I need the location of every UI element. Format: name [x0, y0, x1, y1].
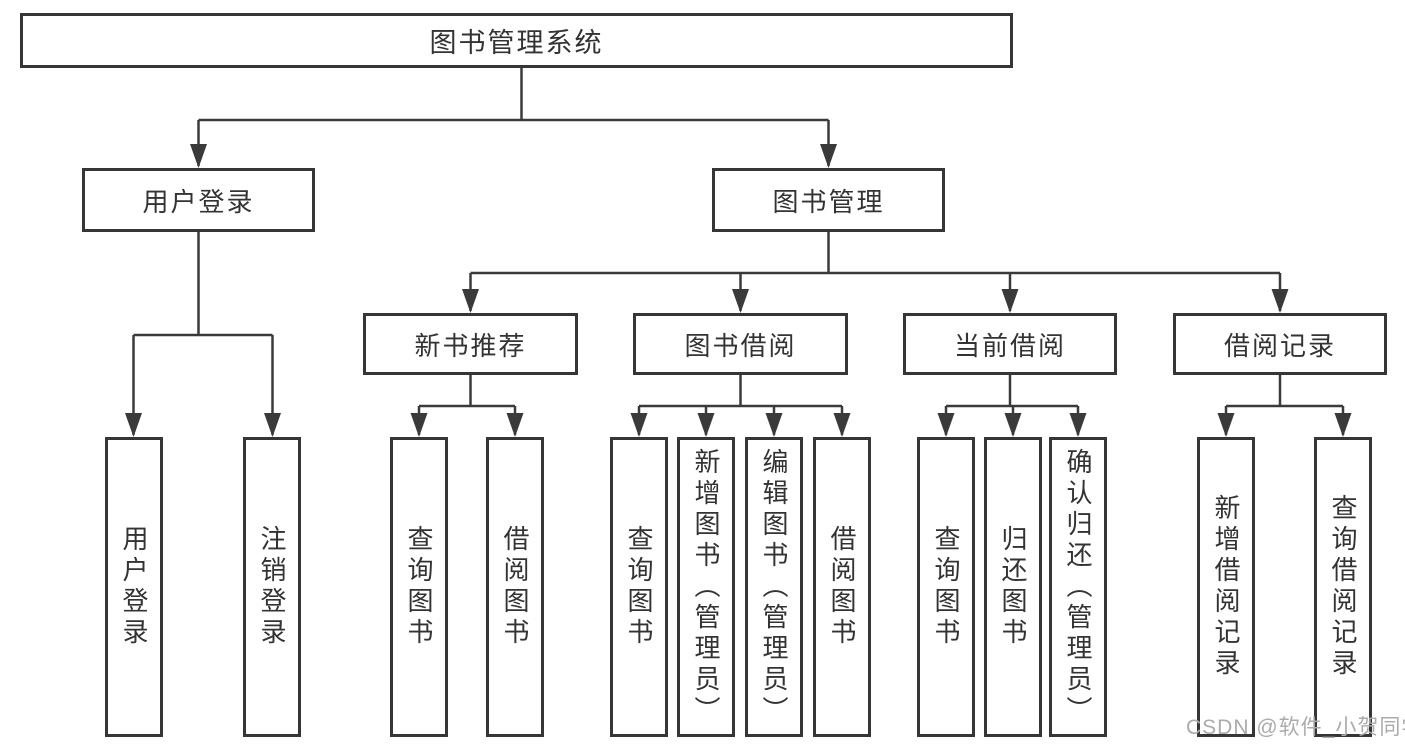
leaf-query-books-current: 查询图书: [917, 437, 975, 737]
leaf-label: 确认归还（管理员）: [1063, 447, 1093, 727]
node-label: 借阅记录: [1223, 330, 1336, 361]
leaf-label: 查询图书: [624, 525, 654, 649]
leaf-label: 新增图书（管理员）: [691, 447, 721, 727]
arrowheads: [125, 144, 1352, 437]
leaf-label: 借阅图书: [500, 525, 530, 649]
node-label: 图书管理系统: [429, 28, 604, 58]
leaf-query-borrow-record: 查询借阅记录: [1314, 437, 1372, 737]
node-user-login: 用户登录: [82, 168, 315, 232]
leaf-user-login: 用户登录: [105, 437, 163, 737]
leaf-borrow-books: 借阅图书: [813, 437, 871, 737]
leaf-label: 查询图书: [931, 525, 961, 649]
node-label: 图书借阅: [684, 330, 797, 361]
leaf-label: 查询借阅记录: [1328, 494, 1358, 680]
node-label: 当前借阅: [953, 330, 1066, 361]
leaf-query-books-newbook: 查询图书: [390, 437, 448, 737]
leaf-borrow-books-newbook: 借阅图书: [486, 437, 544, 737]
node-current-borrow: 当前借阅: [903, 313, 1117, 375]
node-label: 用户登录: [142, 186, 255, 217]
node-book-management: 图书管理: [712, 168, 945, 232]
csdn-watermark: CSDN @软件_小贺同学: [1186, 716, 1405, 739]
leaf-return-books: 归还图书: [984, 437, 1042, 737]
leaf-edit-books-admin: 编辑图书（管理员）: [745, 437, 803, 737]
leaf-label: 用户登录: [119, 525, 149, 649]
leaf-confirm-return-admin: 确认归还（管理员）: [1049, 437, 1107, 737]
node-library-system: 图书管理系统: [20, 13, 1013, 68]
leaf-add-books-admin: 新增图书（管理员）: [677, 437, 735, 737]
leaf-label: 编辑图书（管理员）: [759, 447, 789, 727]
leaf-logout: 注销登录: [243, 437, 301, 737]
node-label: 图书管理: [772, 186, 885, 217]
leaf-add-borrow-record: 新增借阅记录: [1197, 437, 1255, 737]
leaf-label: 新增借阅记录: [1211, 494, 1241, 680]
node-label: 新书推荐: [414, 330, 527, 361]
leaf-label: 注销登录: [257, 525, 287, 649]
node-new-book-recommend: 新书推荐: [363, 313, 578, 375]
leaf-label: 查询图书: [404, 525, 434, 649]
node-borrow-record: 借阅记录: [1173, 313, 1387, 375]
leaf-label: 借阅图书: [827, 525, 857, 649]
leaf-label: 归还图书: [998, 525, 1028, 649]
node-book-borrow: 图书借阅: [633, 313, 848, 375]
leaf-query-books-borrow: 查询图书: [610, 437, 668, 737]
